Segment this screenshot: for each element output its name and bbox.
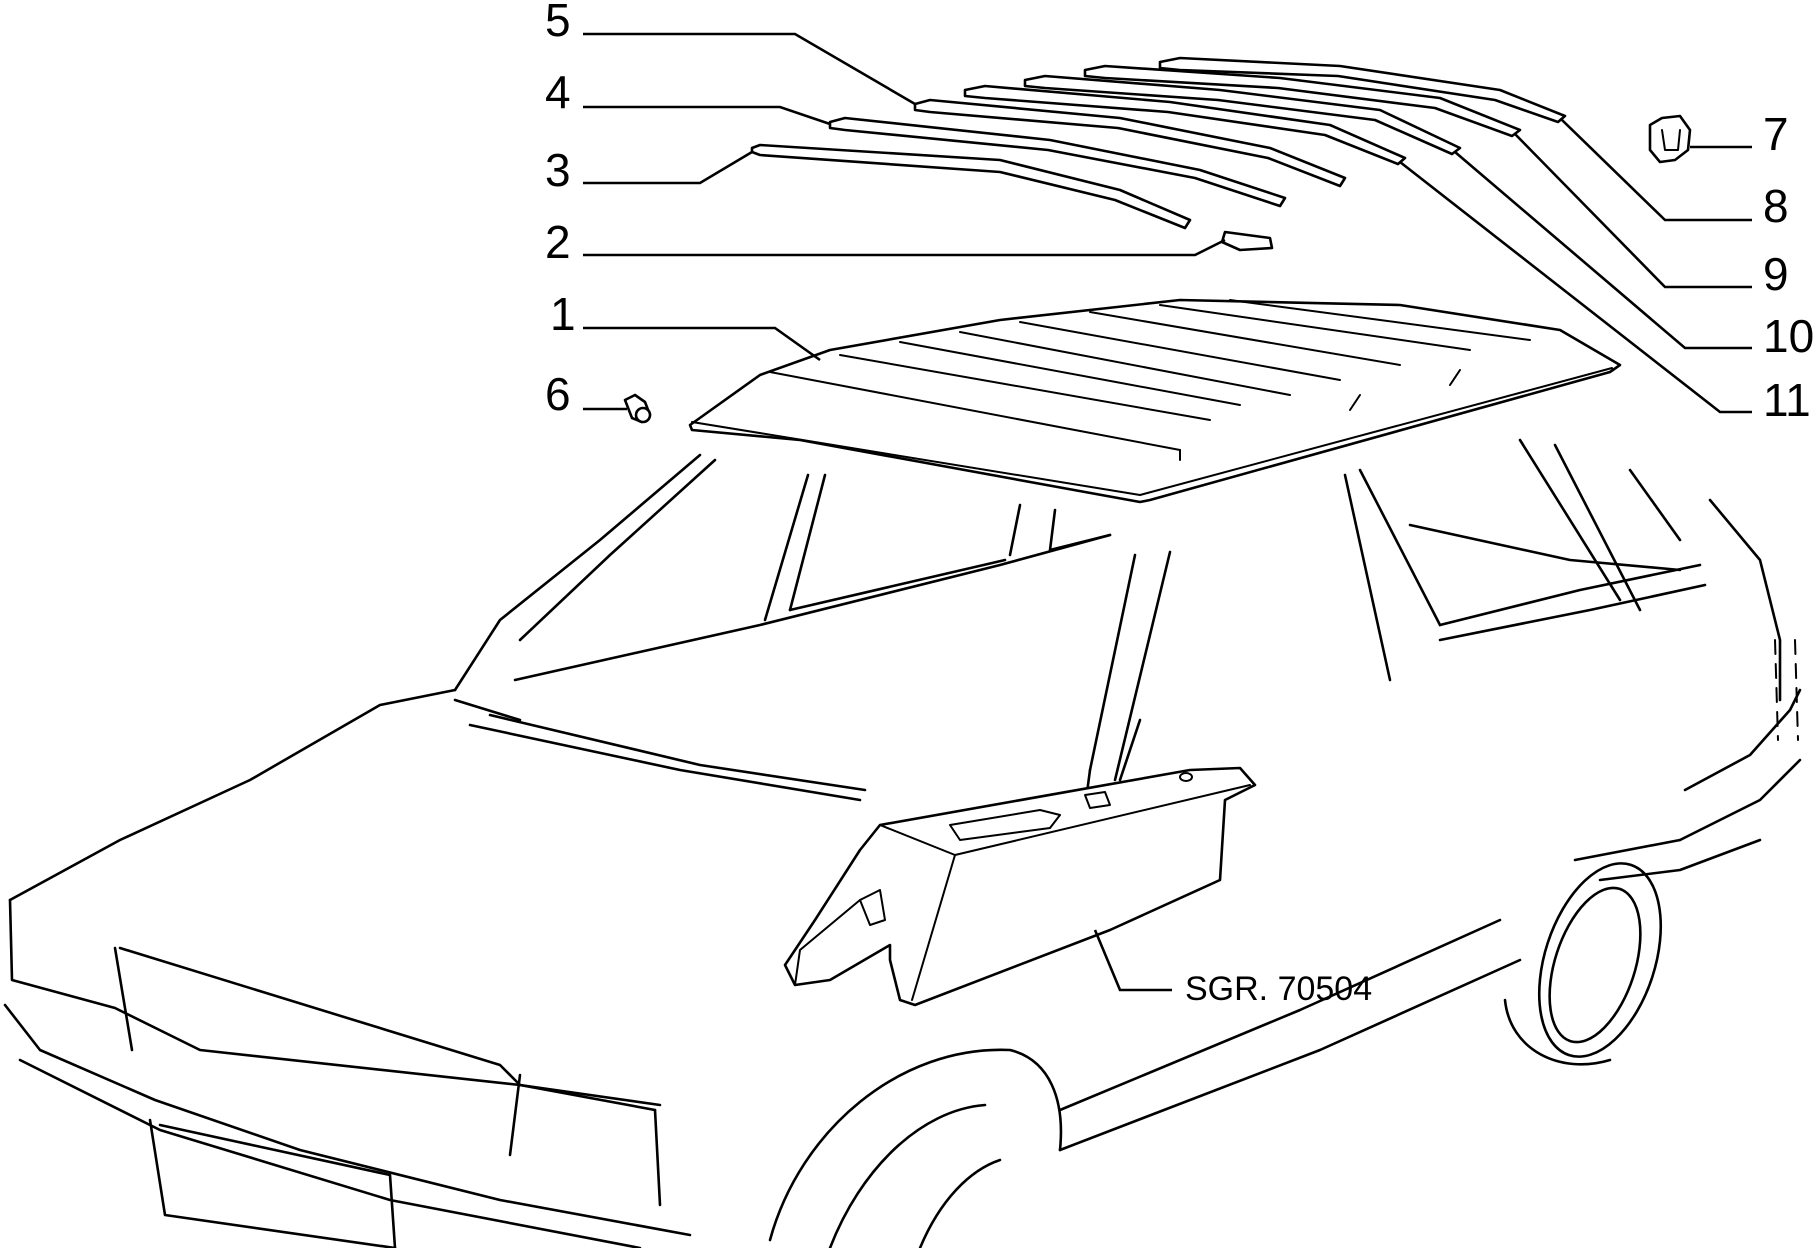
callout-7: 7 [1763,108,1789,160]
clip-6 [623,393,652,424]
leader-11 [1399,160,1752,414]
callout-11: 11 [1763,374,1811,426]
moulding-3 [750,143,1192,230]
callout-labels: 5 4 3 2 1 6 7 8 9 10 11 SGR. 70504 [545,0,1814,1008]
moulding-10 [1023,74,1462,156]
leader-ref [1093,929,1172,992]
roof-panel-1 [688,298,1622,504]
car-body [3,438,1802,1248]
moulding-2 [1220,230,1274,252]
moulding-11 [963,84,1407,166]
callout-6: 6 [545,368,571,420]
leader-8 [1561,119,1752,222]
callout-1: 1 [550,288,576,340]
moulding-4 [828,116,1287,208]
callout-9: 9 [1763,248,1789,300]
leader-9 [1514,133,1752,289]
leader-lines [583,32,1752,992]
leader-1 [583,326,821,362]
leader-2 [583,238,1226,257]
reference-label: SGR. 70504 [1185,970,1372,1008]
callout-3: 3 [545,144,571,196]
moulding-9 [1083,64,1522,138]
tray-part [783,766,1257,1007]
moulding-8 [1158,56,1567,124]
leader-3 [583,150,753,185]
callout-2: 2 [545,216,571,268]
leader-10 [1454,151,1752,350]
callout-8: 8 [1763,180,1789,232]
leader-5 [583,32,916,106]
leader-4 [583,105,831,126]
callout-5: 5 [545,0,571,46]
moulding-5 [913,98,1347,188]
clip-7 [1648,114,1692,164]
callout-4: 4 [545,66,571,118]
callout-10: 10 [1763,310,1814,362]
